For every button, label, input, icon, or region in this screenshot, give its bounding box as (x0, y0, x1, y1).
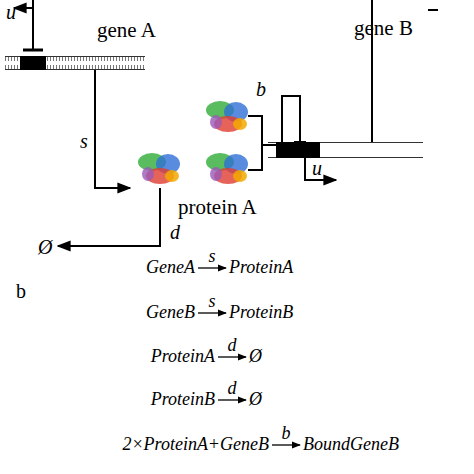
repression-wire (32, 0, 34, 50)
reaction-term: GeneA (146, 258, 195, 278)
rate-label: b (16, 280, 26, 302)
reaction-arrow (198, 312, 226, 313)
reaction-term: d (228, 379, 237, 399)
rate-label: u (6, 1, 16, 23)
rate-label: u (312, 157, 322, 179)
reaction-term: ProteinA (151, 347, 215, 367)
reaction-arrow (198, 267, 226, 268)
degradation-arrow (58, 188, 160, 246)
reaction-arrow (272, 444, 300, 445)
node-label: gene B (354, 17, 413, 40)
gene-bar: gene A (5, 56, 145, 70)
output-wire (371, 0, 373, 142)
output-arrow (428, 9, 438, 11)
reaction-term: ProteinA (229, 258, 293, 278)
rate-label: b (256, 78, 266, 100)
reaction-term: BoundGeneB (303, 435, 399, 455)
rate-label: Ø (38, 236, 52, 258)
gene-bar: gene B (268, 142, 423, 158)
operator-block (20, 61, 46, 65)
operator-block (276, 148, 320, 152)
node-label: protein A (178, 196, 257, 219)
node-label: gene A (97, 19, 156, 42)
reaction-term: d (228, 336, 237, 356)
operator-block (20, 56, 46, 70)
reaction-term: s (208, 292, 215, 312)
regulation-connector (262, 96, 300, 145)
unbinding-arrow (14, 7, 33, 9)
operator-block (276, 142, 320, 158)
protein-structure (138, 153, 180, 184)
reaction-term: Ø (249, 390, 262, 410)
protein-structure (206, 153, 248, 184)
unbinding-arrow (305, 158, 336, 180)
reaction-term: b (282, 424, 291, 444)
dimer-bracket (248, 116, 262, 170)
protein-structure (206, 101, 248, 132)
reaction-term: 2×ProteinA+GeneB (122, 435, 269, 455)
reaction-term: ProteinB (229, 303, 293, 323)
rate-label: d (170, 221, 180, 243)
gene-gap (268, 148, 423, 152)
repression-bar (23, 49, 43, 52)
reaction-term: Ø (249, 347, 262, 367)
rate-label: s (80, 130, 88, 152)
gene-gap (5, 61, 145, 65)
reaction-arrow (218, 356, 246, 357)
reaction-term: s (208, 247, 215, 267)
reaction-arrow (218, 399, 246, 400)
regulation-connector (95, 70, 130, 188)
reaction-term: ProteinB (151, 390, 215, 410)
reaction-term: GeneB (146, 303, 195, 323)
protein-group: protein A (130, 88, 262, 200)
